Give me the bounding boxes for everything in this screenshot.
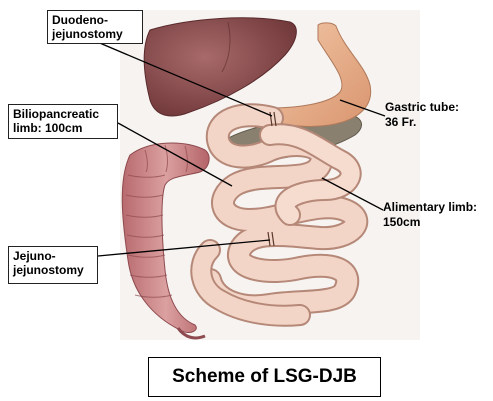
jejuno-jejunostomy-label: Jejuno- jejunostomy (8, 246, 98, 284)
gastric-tube-label: Gastric tube: 36 Fr. (385, 100, 485, 130)
diagram-caption: Scheme of LSG-DJB (148, 357, 381, 397)
biliopancreatic-limb-label: Biliopancreatic limb: 100cm (8, 104, 118, 139)
duodeno-jejunostomy-label: Duodeno- jejunostomy (47, 10, 143, 44)
alimentary-limb-label: Alimentary limb: 150cm (383, 200, 491, 230)
